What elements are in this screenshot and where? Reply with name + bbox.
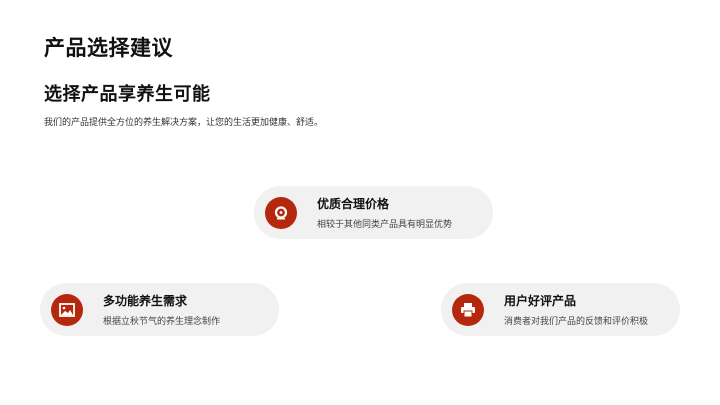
card-title: 用户好评产品 [504, 294, 577, 308]
page-description: 我们的产品提供全方位的养生解决方案，让您的生活更加健康、舒适。 [44, 118, 324, 128]
card-text: 根据立秋节气的养生理念制作 [103, 317, 221, 327]
card-title: 优质合理价格 [317, 197, 390, 211]
card-quality-price: 优质合理价格 相较于其他同类产品具有明显优势 [254, 186, 493, 239]
printer-icon [452, 294, 484, 326]
card-title: 多功能养生需求 [103, 294, 188, 308]
image-icon [51, 294, 83, 326]
disc-icon [265, 197, 297, 229]
card-multifunction: 多功能养生需求 根据立秋节气的养生理念制作 [40, 283, 279, 336]
card-text: 相较于其他同类产品具有明显优势 [317, 220, 453, 230]
card-text: 消费者对我们产品的反馈和评价积极 [504, 317, 649, 327]
page-subtitle: 选择产品享养生可能 [44, 84, 211, 105]
card-user-reviews: 用户好评产品 消费者对我们产品的反馈和评价积极 [441, 283, 680, 336]
page-title: 产品选择建议 [44, 36, 173, 60]
